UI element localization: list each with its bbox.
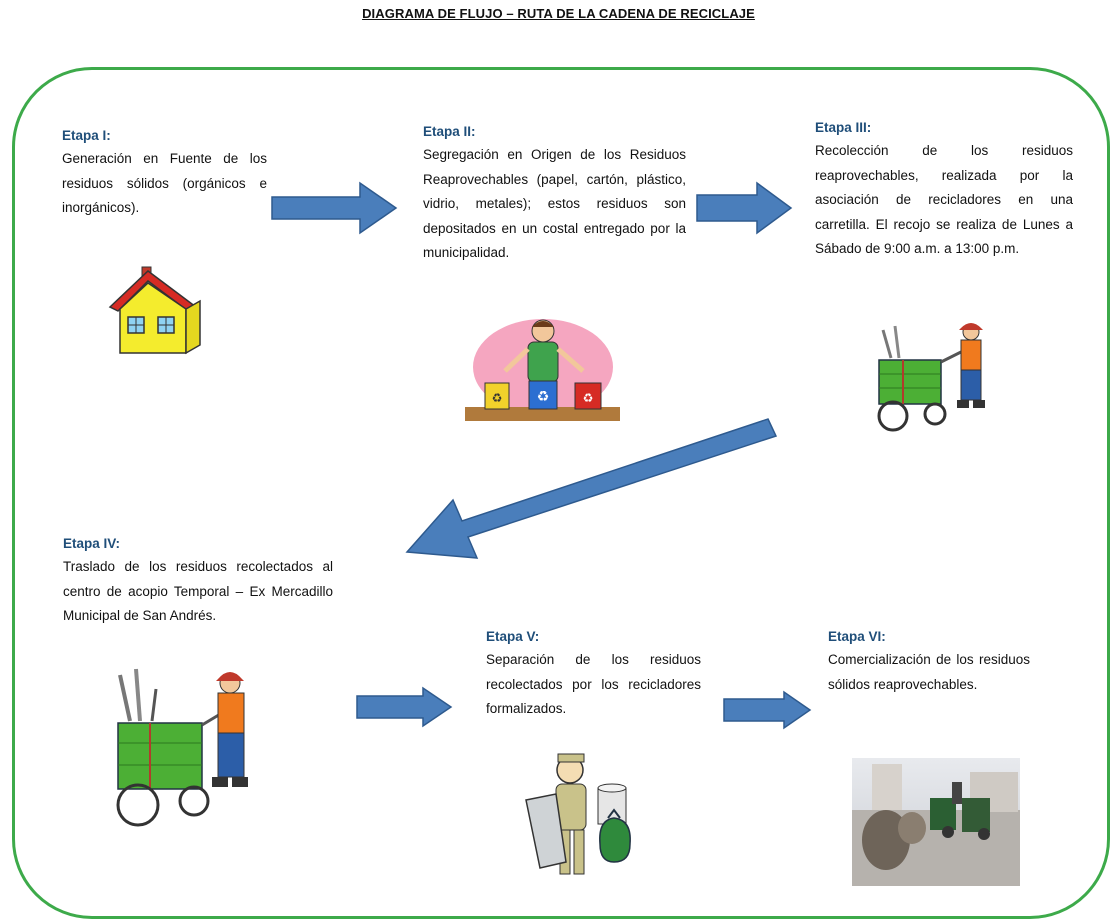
arrow-stage2-to-stage3 <box>696 181 793 235</box>
stage-5: Etapa V: Separación de los residuos reco… <box>486 629 701 722</box>
recycler-with-cart-icon <box>116 668 248 827</box>
flow-frame <box>12 67 1110 919</box>
arrow-stage3-to-stage4 <box>405 418 778 559</box>
stage-4-label: Etapa IV: <box>63 536 121 551</box>
stage-3-text: Recolección de los residuos reaprovechab… <box>815 143 1073 256</box>
stage-1-label: Etapa I: <box>62 128 111 143</box>
stage-5-label: Etapa V: <box>486 629 540 644</box>
stage-6: Etapa VI: Comercialización de los residu… <box>828 629 1030 697</box>
arrow-stage4-to-stage5 <box>356 686 453 728</box>
svg-text:♻: ♻ <box>583 391 594 405</box>
svg-text:♻: ♻ <box>492 391 503 405</box>
recycler-with-cart-icon <box>877 323 985 432</box>
worker-with-trash-cans-icon <box>525 753 631 875</box>
stage-3-label: Etapa III: <box>815 120 872 135</box>
diagram-title: DIAGRAMA DE FLUJO – RUTA DE LA CADENA DE… <box>362 6 755 21</box>
stage-5-text: Separación de los residuos recolectados … <box>486 652 701 716</box>
recycling-sacks-photo-icon <box>852 758 1020 886</box>
stage-1: Etapa I: Generación en Fuente de los res… <box>62 128 267 221</box>
person-sorting-recycling-bins-icon: ♻ ♻ ♻ <box>465 319 620 421</box>
stage-6-text: Comercialización de los residuos sólidos… <box>828 652 1030 692</box>
stage-4-text: Traslado de los residuos recolectados al… <box>63 559 333 623</box>
stage-6-label: Etapa VI: <box>828 629 886 644</box>
stage-2-label: Etapa II: <box>423 124 476 139</box>
stage-2: Etapa II: Segregación en Origen de los R… <box>423 124 686 266</box>
svg-text:♻: ♻ <box>537 389 550 405</box>
stage-1-text: Generación en Fuente de los residuos sól… <box>62 151 267 215</box>
stage-4: Etapa IV: Traslado de los residuos recol… <box>63 536 333 629</box>
arrow-stage1-to-stage2 <box>271 181 398 235</box>
stage-2-text: Segregación en Origen de los Residuos Re… <box>423 147 686 260</box>
arrow-stage5-to-stage6 <box>723 690 812 730</box>
stage-3: Etapa III: Recolección de los residuos r… <box>815 120 1073 262</box>
house-icon <box>108 266 201 355</box>
